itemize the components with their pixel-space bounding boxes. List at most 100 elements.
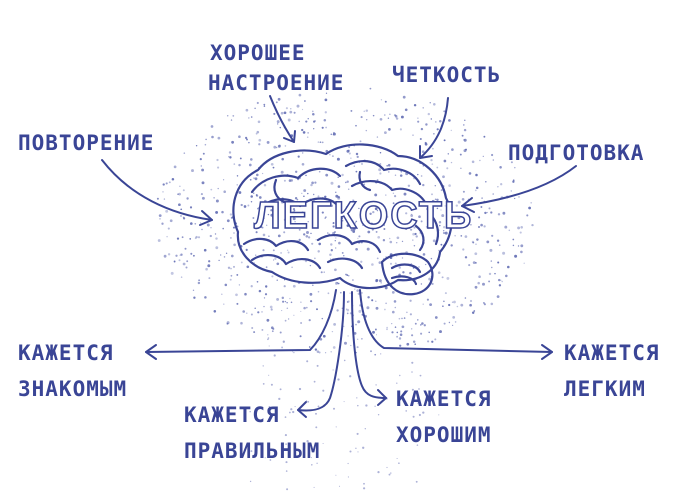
- speckle-dot: [403, 192, 407, 196]
- speckle-dot: [356, 155, 359, 159]
- speckle-dot: [371, 263, 374, 266]
- speckle-dot: [321, 126, 324, 129]
- speckle-dot: [411, 388, 414, 391]
- speckle-dot: [306, 231, 309, 234]
- speckle-dot: [224, 283, 228, 287]
- speckle-dot: [400, 330, 403, 333]
- speckle-dot: [249, 480, 252, 483]
- speckle-dot: [335, 237, 337, 239]
- speckle-dot: [309, 264, 312, 267]
- speckle-dot: [420, 127, 424, 131]
- speckle-dot: [410, 214, 414, 217]
- speckle-dot: [430, 158, 433, 162]
- speckle-dot: [391, 322, 393, 325]
- speckle-dot: [244, 292, 247, 296]
- speckle-dot: [427, 340, 430, 343]
- speckle-dot: [311, 110, 314, 113]
- speckle-dot: [201, 196, 205, 200]
- speckle-dot: [442, 175, 445, 179]
- speckle-dot: [414, 232, 417, 236]
- speckle-dot: [287, 318, 290, 320]
- speckle-dot: [317, 250, 320, 253]
- speckle-dot: [404, 108, 408, 112]
- speckle-dot: [394, 306, 397, 309]
- speckle-dot: [298, 238, 301, 242]
- speckle-dot: [404, 204, 406, 206]
- speckle-dot: [468, 172, 472, 175]
- speckle-dot: [259, 209, 262, 212]
- speckle-dot: [273, 259, 275, 261]
- speckle-dot: [293, 209, 296, 212]
- speckle-dot: [333, 323, 336, 326]
- speckle-dot: [218, 259, 220, 262]
- speckle-dot: [347, 209, 351, 213]
- speckle-dot: [468, 264, 471, 267]
- speckle-dot: [504, 225, 508, 229]
- speckle-dot: [209, 234, 212, 238]
- speckle-dot: [263, 305, 265, 308]
- speckle-dot: [296, 198, 299, 201]
- speckle-dot: [210, 188, 213, 191]
- speckle-dot: [205, 138, 207, 141]
- speckle-dot: [319, 141, 322, 144]
- speckle-dot: [216, 158, 219, 162]
- speckle-dot: [330, 249, 333, 252]
- speckle-dot: [231, 140, 235, 144]
- label-line: НАСТРОЕНИЕ: [208, 71, 345, 95]
- speckle-dot: [322, 334, 326, 338]
- label-podgotovka: ПОДГОТОВКА: [508, 138, 644, 168]
- speckle-dot: [457, 216, 461, 220]
- speckle-dot: [464, 297, 467, 299]
- speckle-dot: [384, 286, 388, 290]
- speckle-dot: [394, 195, 397, 198]
- speckle-dot: [198, 279, 200, 282]
- speckle-dot: [443, 300, 445, 303]
- speckle-dot: [408, 226, 411, 229]
- speckle-dot: [236, 184, 238, 186]
- speckle-dot: [268, 374, 270, 376]
- speckle-dot: [191, 169, 194, 173]
- speckle-dot: [393, 300, 397, 303]
- speckle-dot: [292, 284, 296, 288]
- speckle-dot: [221, 210, 224, 214]
- speckle-dot: [317, 195, 320, 198]
- speckle-dot: [249, 178, 252, 181]
- speckle-dot: [286, 220, 290, 224]
- speckle-dot: [375, 384, 377, 386]
- speckle-dot: [256, 101, 259, 105]
- speckle-dot: [387, 171, 390, 173]
- speckle-dot: [420, 324, 422, 326]
- speckle-dot: [292, 410, 295, 414]
- speckle-dot: [423, 324, 426, 327]
- speckle-dot: [451, 324, 454, 327]
- speckle-dot: [310, 300, 313, 303]
- speckle-dot: [264, 293, 268, 296]
- speckle-dot: [447, 153, 450, 155]
- speckle-dot: [356, 289, 360, 292]
- speckle-dot: [300, 301, 302, 304]
- speckle-dot: [430, 118, 433, 120]
- speckle-dot: [273, 354, 276, 357]
- speckle-dot: [238, 191, 242, 194]
- speckle-dot: [313, 120, 316, 123]
- speckle-dot: [324, 98, 328, 102]
- speckle-dot: [312, 284, 314, 286]
- speckle-dot: [425, 123, 428, 126]
- speckle-dot: [316, 364, 319, 367]
- speckle-dot: [401, 257, 404, 259]
- speckle-dot: [282, 340, 285, 343]
- speckle-dot: [484, 211, 487, 215]
- speckle-dot: [490, 211, 493, 214]
- speckle-dot: [418, 203, 421, 206]
- speckle-dot: [440, 243, 443, 246]
- speckle-dot: [295, 170, 298, 173]
- speckle-dot: [329, 253, 332, 256]
- speckle-dot: [265, 285, 268, 288]
- speckle-dot: [436, 198, 439, 202]
- speckle-dot: [434, 316, 438, 319]
- speckle-dot: [178, 192, 181, 196]
- speckle-dot: [273, 112, 276, 115]
- speckle-dot: [286, 249, 289, 252]
- speckle-dot: [374, 328, 377, 331]
- speckle-dot: [324, 111, 327, 114]
